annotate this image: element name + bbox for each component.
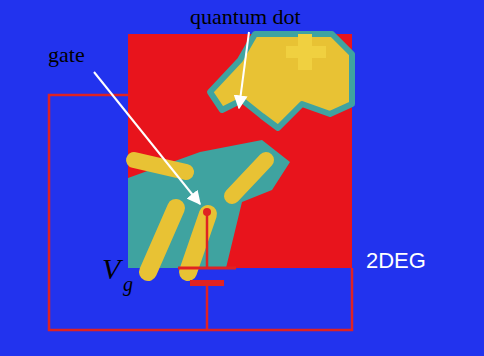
finger-gate [188, 214, 208, 272]
finger-gate [148, 208, 176, 272]
micrograph [128, 34, 352, 272]
top-gate-pad [286, 34, 326, 70]
finger-gates [134, 160, 266, 272]
circuit-wires [49, 95, 352, 330]
leader-arrow [94, 72, 200, 204]
finger-gate [232, 160, 266, 196]
wire [49, 95, 352, 330]
battery-symbol [178, 268, 236, 283]
voltage-symbol: V [102, 254, 120, 284]
contact-dot [203, 208, 211, 216]
callout-label: gate [48, 44, 85, 66]
wire [206, 283, 209, 330]
top-gate [210, 34, 352, 128]
voltage-subscript: g [123, 274, 133, 294]
wire [206, 212, 209, 268]
region-label: 2DEG [366, 250, 426, 272]
callout-label: quantum dot [190, 6, 301, 28]
leader-arrow [239, 32, 249, 108]
finger-gate [134, 160, 186, 172]
